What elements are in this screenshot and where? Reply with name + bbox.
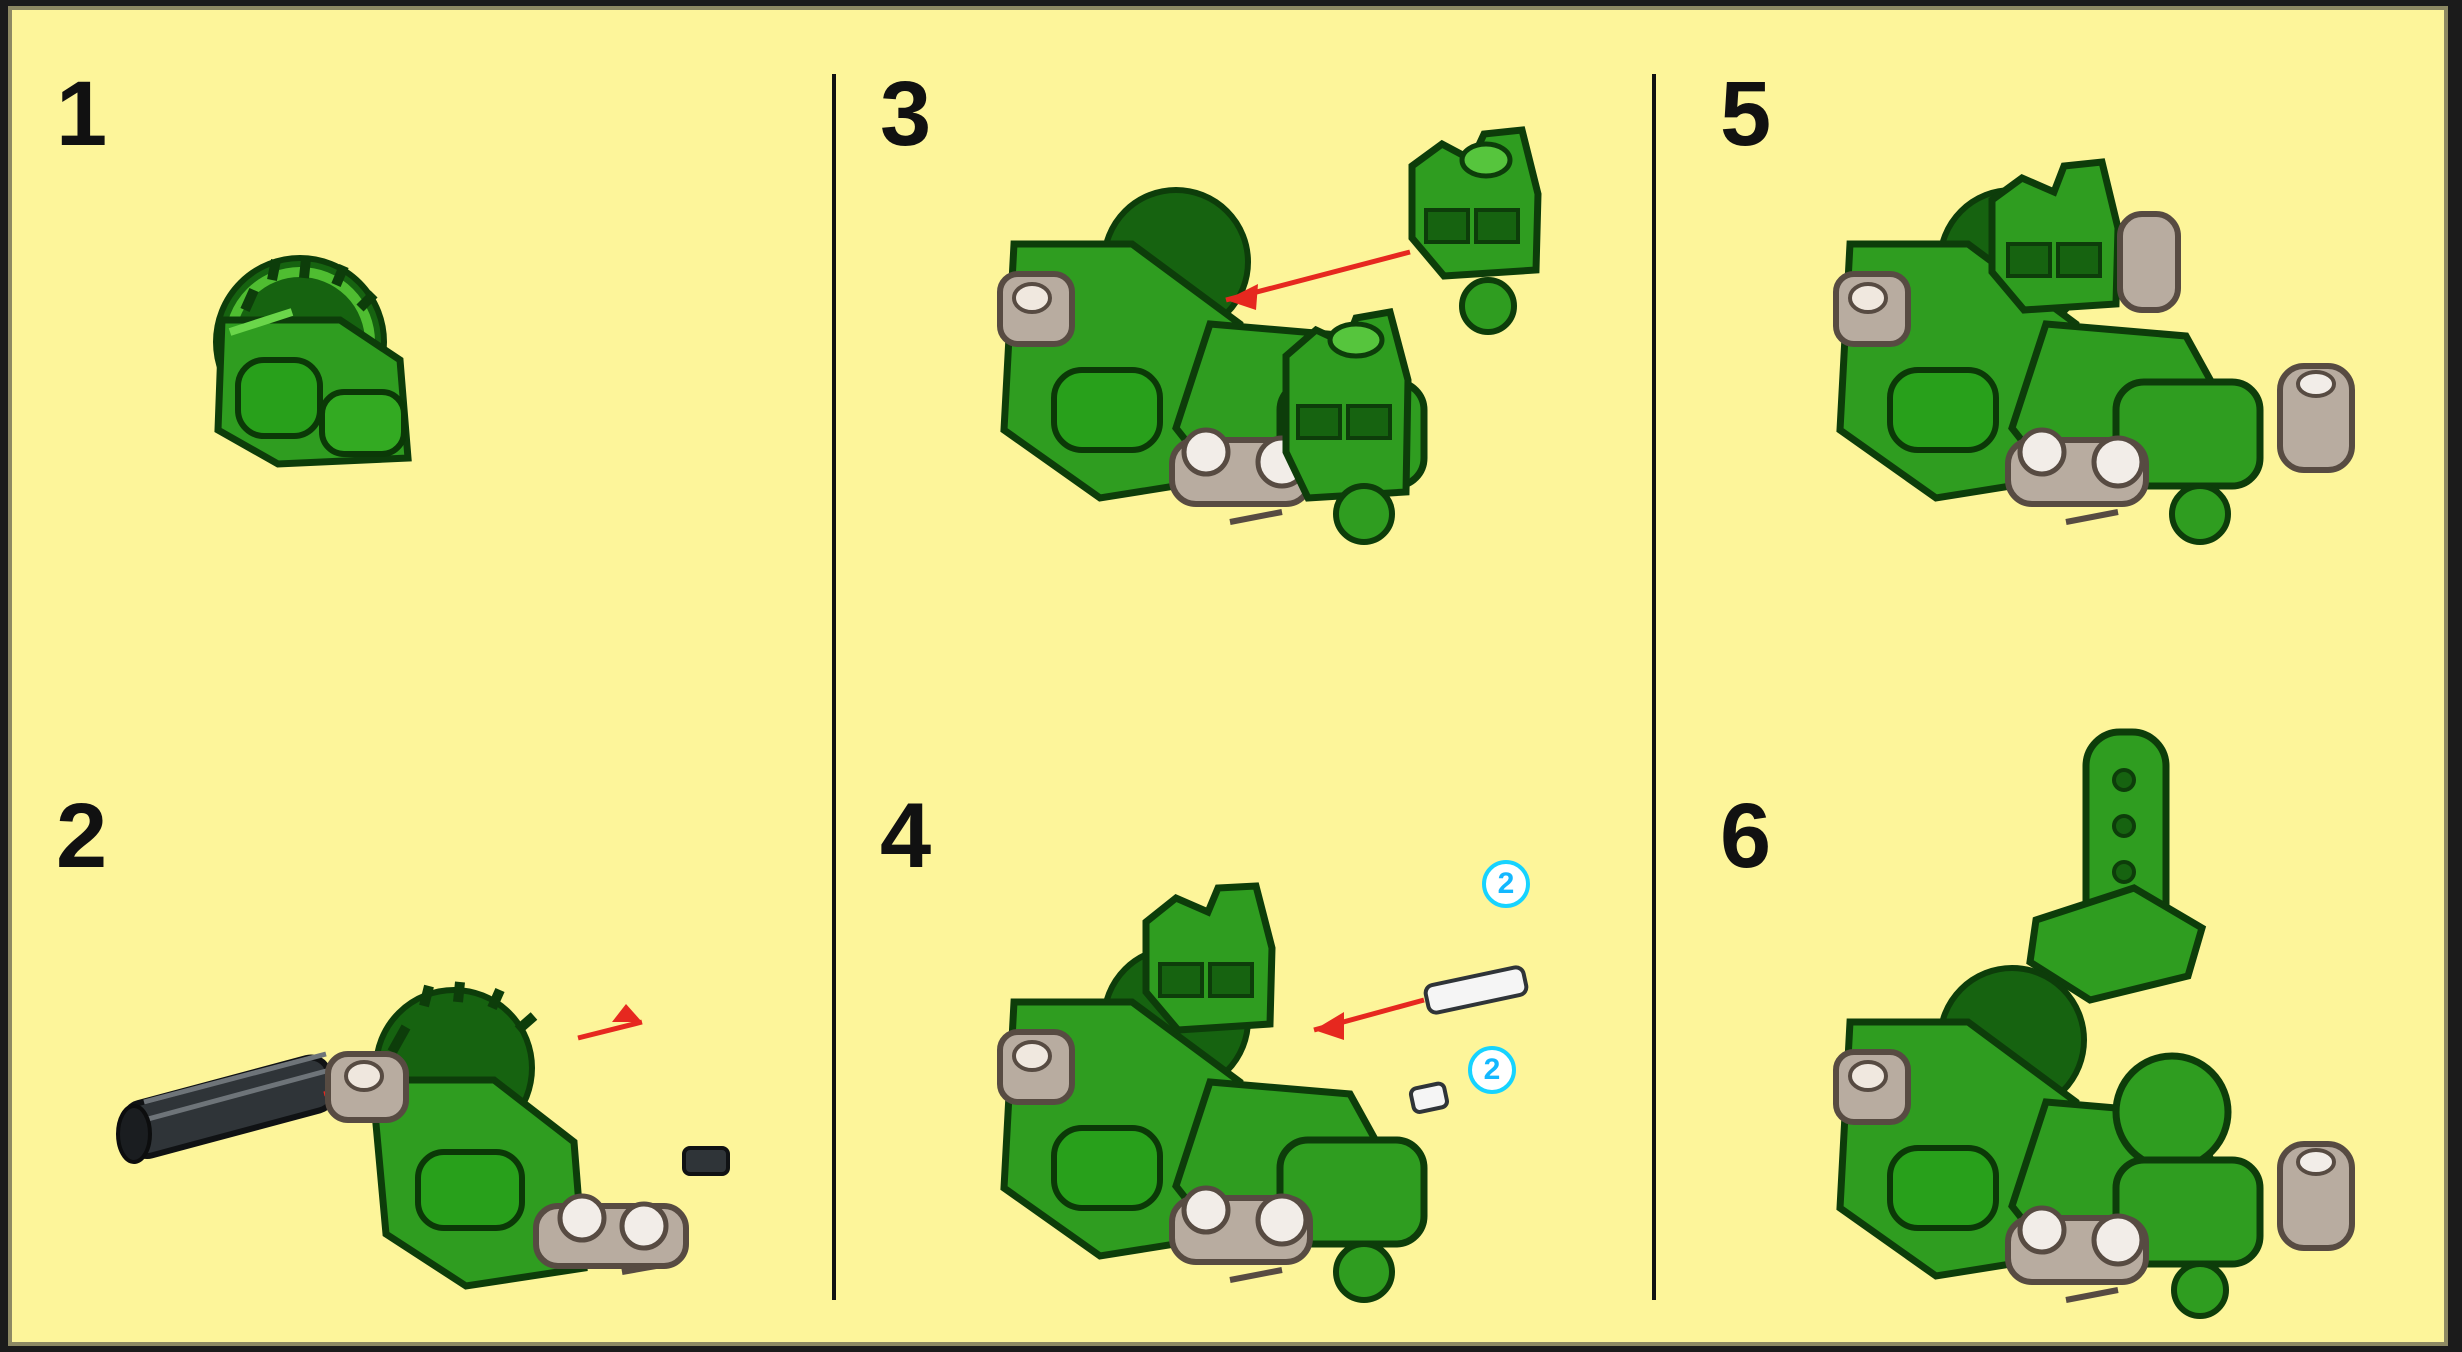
new-connector-piece	[1412, 130, 1538, 332]
base-assembly	[1000, 886, 1424, 1300]
step-3-assembly	[996, 126, 1616, 556]
axle-piece	[118, 1053, 337, 1162]
base-assembly	[1000, 190, 1424, 542]
step-1-assembly	[190, 250, 440, 480]
upper-connector	[1286, 312, 1408, 542]
instruction-sheet: 1 2	[8, 6, 2448, 1346]
base-assembly	[1836, 732, 2352, 1316]
column-divider-right	[1652, 74, 1656, 1300]
insert-arrow	[1226, 252, 1410, 310]
step-3-number: 3	[880, 68, 931, 160]
step-4-assembly	[996, 894, 1616, 1314]
pin-pieces	[1410, 966, 1528, 1113]
gear-and-connector	[328, 982, 728, 1286]
step-2-assembly	[104, 982, 794, 1312]
column-divider-left	[832, 74, 836, 1300]
step-1-number: 1	[56, 68, 107, 160]
base-assembly	[1836, 162, 2352, 542]
step-5-number: 5	[1720, 68, 1771, 160]
step-6-assembly	[1832, 724, 2462, 1324]
insert-arrow	[1314, 1000, 1424, 1040]
step-5-assembly	[1832, 126, 2462, 556]
step-6-number: 6	[1720, 790, 1771, 882]
step-4-number: 4	[880, 790, 931, 882]
step-2-number: 2	[56, 790, 107, 882]
insert-arrow-gear	[578, 1004, 642, 1038]
